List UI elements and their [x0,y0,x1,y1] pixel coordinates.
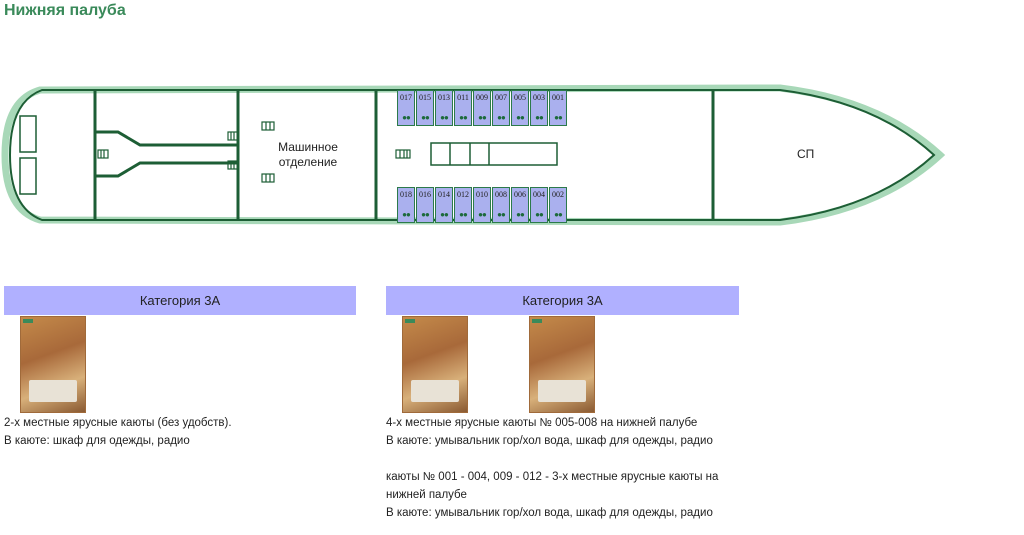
cabin-number: 005 [514,93,526,102]
cabin-009[interactable]: 009 ●● [473,90,491,126]
category-bar-1: Категория 3А [4,286,356,315]
category-2-description: 4-х местные ярусные каюты № 005-008 на н… [386,414,718,522]
cabin-number: 011 [457,93,469,102]
cabin-number: 007 [495,93,507,102]
cabin-011[interactable]: 011 ●● [454,90,472,126]
description-line: В каюте: умывальник гор/хол вода, шкаф д… [386,435,713,447]
engine-room-line1: Машинное [278,140,338,154]
berth-icon: ●● [497,113,506,122]
cabin-008[interactable]: 008 ●● [492,187,510,223]
cabin-003[interactable]: 003 ●● [530,90,548,126]
cabin-number: 008 [495,190,507,199]
cabin-number: 015 [419,93,431,102]
cabin-015[interactable]: 015 ●● [416,90,434,126]
cabin-photo[interactable] [529,316,595,413]
cabin-number: 010 [476,190,488,199]
cabin-photo[interactable] [20,316,86,413]
berth-icon: ●● [421,113,430,122]
berth-icon: ●● [554,210,563,219]
cabin-number: 016 [419,190,431,199]
page-title: Нижняя палуба [4,2,126,19]
cabin-002[interactable]: 002 ●● [549,187,567,223]
engine-room-line2: отделение [278,155,338,169]
berth-icon: ●● [421,210,430,219]
berth-icon: ●● [535,210,544,219]
cabin-number: 017 [400,93,412,102]
cabin-016[interactable]: 016 ●● [416,187,434,223]
berth-icon: ●● [516,210,525,219]
berth-icon: ●● [497,210,506,219]
description-line: 2-х местные ярусные каюты (без удобств). [4,417,232,429]
deck-plan [1,84,946,226]
category-1-description: 2-х местные ярусные каюты (без удобств).… [4,414,232,450]
cabin-010[interactable]: 010 ●● [473,187,491,223]
cabin-number: 002 [552,190,564,199]
berth-icon: ●● [478,210,487,219]
description-line: В каюте: шкаф для одежды, радио [4,435,190,447]
cabin-013[interactable]: 013 ●● [435,90,453,126]
cabin-photo[interactable] [402,316,468,413]
category-bar-2: Категория 3А [386,286,739,315]
engine-room-label: Машинное отделение [268,140,348,170]
berth-icon: ●● [516,113,525,122]
berth-icon: ●● [459,113,468,122]
top-cabin-row: 017 ●● 015 ●● 013 ●● 011 ●● 009 ●● 007 ●● 005 ●● 003 ●●… [397,90,568,126]
cabin-number: 003 [533,93,545,102]
cabin-number: 018 [400,190,412,199]
berth-icon: ●● [478,113,487,122]
berth-icon: ●● [440,113,449,122]
cabin-number: 006 [514,190,526,199]
cabin-017[interactable]: 017 ●● [397,90,415,126]
cabin-007[interactable]: 007 ●● [492,90,510,126]
berth-icon: ●● [554,113,563,122]
bottom-cabin-row: 018 ●● 016 ●● 014 ●● 012 ●● 010 ●● 008 ●● 006 ●● 004 ●●… [397,187,568,223]
description-line: каюты № 001 - 004, 009 - 012 - 3-х местн… [386,471,719,483]
berth-icon: ●● [402,113,411,122]
cabin-018[interactable]: 018 ●● [397,187,415,223]
cabin-001[interactable]: 001 ●● [549,90,567,126]
cabin-014[interactable]: 014 ●● [435,187,453,223]
hull-inner [8,89,936,221]
description-line: В каюте: умывальник гор/хол вода, шкаф д… [386,507,713,519]
berth-icon: ●● [440,210,449,219]
cabin-005[interactable]: 005 ●● [511,90,529,126]
cabin-number: 004 [533,190,545,199]
cabin-004[interactable]: 004 ●● [530,187,548,223]
cabin-number: 001 [552,93,564,102]
cabin-number: 012 [457,190,469,199]
berth-icon: ●● [535,113,544,122]
description-line: 4-х местные ярусные каюты № 005-008 на н… [386,417,698,429]
cabin-006[interactable]: 006 ●● [511,187,529,223]
cabin-012[interactable]: 012 ●● [454,187,472,223]
cabin-number: 014 [438,190,450,199]
berth-icon: ●● [402,210,411,219]
description-line: нижней палубе [386,489,467,501]
stairs-icon [97,121,411,183]
cabin-number: 009 [476,93,488,102]
bow-label: СП [797,147,815,161]
berth-icon: ●● [459,210,468,219]
cabin-number: 013 [438,93,450,102]
